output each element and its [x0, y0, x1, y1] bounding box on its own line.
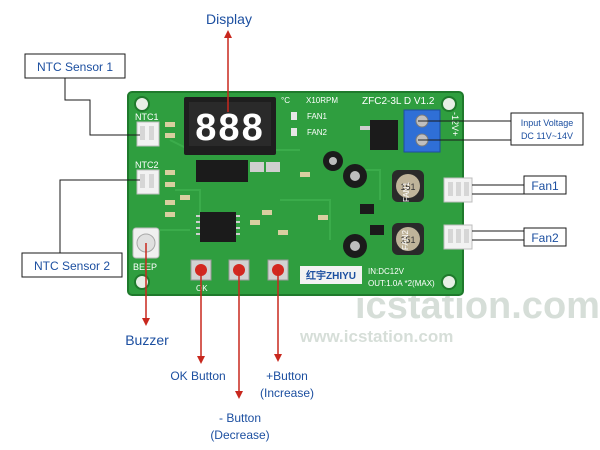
fan2-side-label: FAN2: [401, 229, 410, 250]
inductor-label: 151: [400, 182, 415, 192]
terminal-label: -12V+: [450, 112, 460, 136]
capacitor: [343, 164, 367, 188]
capacitor: [323, 151, 343, 171]
fan2-callout-box: [523, 227, 567, 247]
fan2-connector: [443, 224, 473, 250]
fan1-indicator-label: FAN1: [307, 112, 328, 121]
unit-rpm-label: X10RPM: [306, 96, 338, 105]
fan1-callout-label: Fan1: [531, 179, 559, 193]
watermark-url: www.icstation.com: [299, 327, 453, 346]
mosfet: [360, 204, 374, 214]
ntc2-connector: [136, 169, 160, 195]
ntc1-callout-box: [24, 53, 126, 79]
input-voltage-callout-box: [510, 112, 584, 146]
inductor: 151: [392, 223, 424, 255]
arrows: Display Buzzer OK Button - Button (Decre…: [125, 11, 314, 442]
display-digits: 888: [195, 107, 264, 149]
ntc1-board-label: NTC1: [135, 112, 159, 122]
ntc2-callout-box: [21, 252, 123, 278]
plus-button-label-line2: (Increase): [260, 386, 314, 400]
plus-button-label-line1: +Button: [266, 369, 308, 383]
driver-ic: [196, 160, 248, 182]
capacitor: [343, 234, 367, 258]
fan1-side-label: FAN1: [402, 181, 411, 202]
fan2-indicator-label: FAN2: [307, 128, 328, 137]
brand-plate: [300, 266, 362, 284]
output-spec-label: OUT:1.0A *2(MAX): [368, 279, 435, 288]
ok-board-label: OK: [196, 284, 208, 293]
minus-button-label-line1: - Button: [219, 411, 261, 425]
mosfet: [370, 225, 384, 235]
ntc2-connector-line: [59, 179, 140, 253]
ntc2-callout-label: NTC Sensor 2: [34, 259, 110, 273]
input-spec-label: IN:DC12V: [368, 267, 405, 276]
ntc1-callout-label: NTC Sensor 1: [37, 60, 113, 74]
fan1-connector: [443, 177, 473, 203]
mounting-hole: [134, 274, 150, 290]
ntc1-connector: [136, 121, 160, 147]
display-callout-label: Display: [206, 11, 252, 27]
mounting-hole: [441, 96, 457, 112]
input-voltage-label-line1: Input Voltage: [521, 118, 574, 128]
seven-segment-display: 888: [184, 97, 276, 155]
beep-board-label: BEEP: [133, 262, 157, 272]
minus-button-label-line2: (Decrease): [210, 428, 269, 442]
callouts: NTC Sensor 1 NTC Sensor 2 Input Voltage …: [21, 53, 584, 278]
input-voltage-label-line2: DC 11V~14V: [521, 131, 573, 141]
mounting-hole: [134, 96, 150, 112]
board-model-label: ZFC2-3L D V1.2: [362, 96, 435, 107]
fan2-callout-label: Fan2: [531, 231, 559, 245]
ntc1-connector-line: [64, 78, 140, 136]
power-terminal-block: [403, 109, 441, 153]
inductor: 151: [392, 170, 424, 202]
voltage-regulator: [370, 120, 398, 150]
buzzer-callout-label: Buzzer: [125, 332, 169, 348]
watermark: icstation.com www.icstation.com: [299, 285, 600, 346]
microcontroller-chip: [200, 212, 236, 242]
ok-button-callout-label: OK Button: [170, 369, 225, 383]
brand-label: 红宇ZHIYU: [306, 269, 356, 282]
inductor-label: 151: [400, 235, 415, 245]
pcb-board: 888 °C X10RPM FAN1 FAN2 ZFC2-3L D V1.2: [127, 91, 473, 296]
unit-celsius-label: °C: [281, 96, 290, 105]
mounting-hole: [441, 274, 457, 290]
ntc2-board-label: NTC2: [135, 160, 159, 170]
